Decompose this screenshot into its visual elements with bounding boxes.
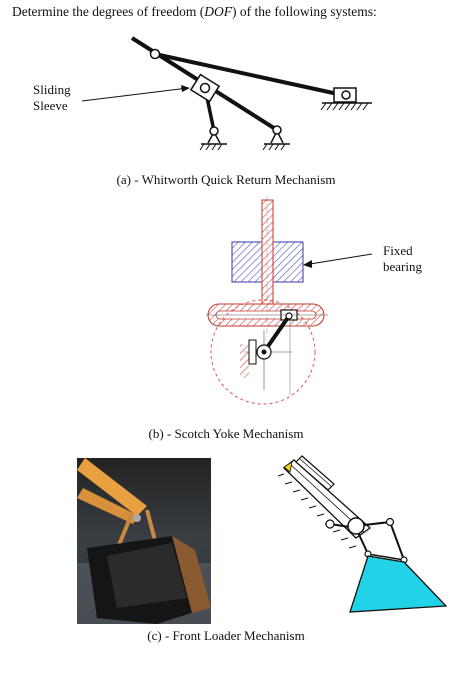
pivot-top-right [385,517,395,527]
boom-tip [283,461,293,473]
loader-photo-drawing [77,458,211,624]
pivot-left [325,519,335,529]
bearing-right-block [272,241,304,283]
sleeve-joint [199,82,211,94]
left-ground-pivot [199,126,227,151]
prompt-after: ) of the following systems: [232,4,377,19]
crank-bearing [248,339,257,365]
front-loader-diagram [277,455,448,613]
ram-slider-block [320,87,372,111]
right-ground-pivot [262,125,290,151]
caption-c: (c) - Front Loader Mechanism [147,628,305,643]
sleeve-arrow-line [81,87,189,102]
top-joint [149,48,161,60]
link-bucket-top [367,553,405,561]
boom-hatching [277,473,357,549]
crank-center [261,349,267,355]
hydraulic-cylinder [295,455,335,491]
connecting-rod [154,52,348,98]
loader-bucket [349,555,448,613]
sliding-sleeve-label-line2: Sleeve [33,98,68,113]
cylinder-rod [299,458,333,488]
sleeve-arrow-head [181,85,190,92]
crank-ground [240,344,249,378]
link-right [389,521,405,561]
fixed-bearing-label-line1: Fixed [383,243,413,258]
problem-prompt: Determine the degrees of freedom (DOF) o… [12,4,377,20]
fixed-bearing-label-line2: bearing [383,259,422,274]
bearing-left-block [231,241,263,283]
prompt-before: Determine the degrees of freedom ( [12,4,205,19]
yoke-rod [261,199,274,305]
prompt-abbr: DOF [204,4,233,19]
caption-b: (b) - Scotch Yoke Mechanism [148,426,304,441]
loader-photo [77,458,211,624]
bearing-arrow-line [309,253,373,265]
fixed-bearing-label: Fixed bearing [383,243,422,275]
crank-path-circle [210,299,316,405]
bearing-arrow-head [303,260,312,268]
caption-a: (a) - Whitworth Quick Return Mechanism [116,172,336,187]
scotch-yoke-diagram [206,196,373,405]
crank-pin [285,312,293,320]
whitworth-mechanism-diagram [81,36,372,151]
sliding-sleeve-label: Sliding Sleeve [33,82,71,114]
main-pivot [347,517,365,535]
sliding-sleeve-label-line1: Sliding [33,82,71,97]
